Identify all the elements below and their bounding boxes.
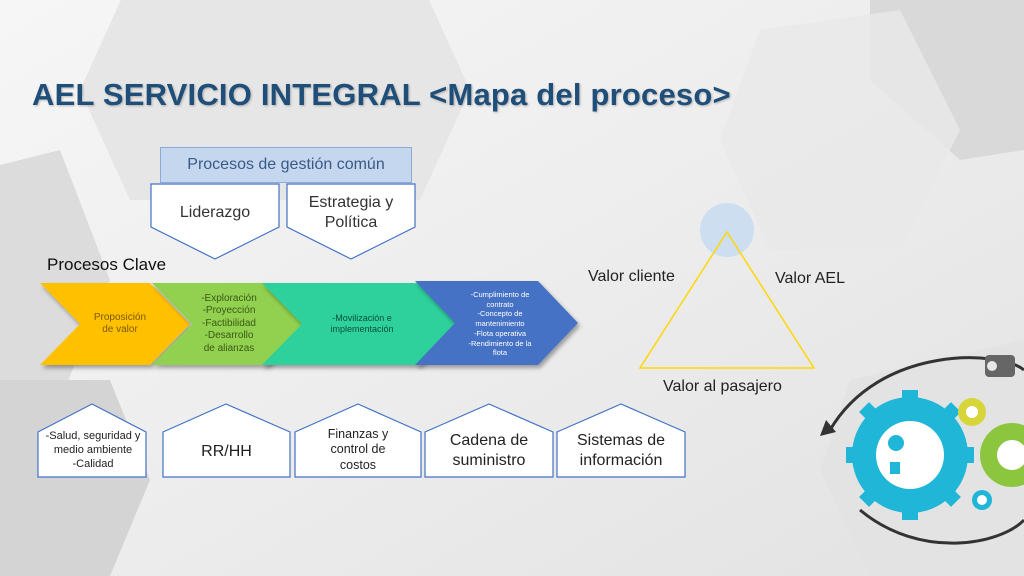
support-finance-label: Finanzas y control de costos [327,426,389,472]
triangle-top-circle [700,203,754,257]
value-passenger-label: Valor al pasajero [663,378,782,395]
support-shape-hse [37,403,147,478]
key-processes-label: Procesos Clave [47,255,167,274]
chevron-exploration [152,283,308,365]
page-title: AEL SERVICIO INTEGRAL <Mapa del proceso> [32,76,731,112]
support-systems-label: Sistemas de información [576,432,666,469]
support-supply-label: Cadena de suministro [449,432,529,469]
support-hse-label: -Salud, seguridad y medio ambiente -Cali… [45,430,141,470]
leadership-shape [150,183,280,260]
value-client-label: Valor cliente [588,268,675,285]
leadership-label: Liderazgo [179,204,251,221]
value-ael-label: Valor AEL [775,270,845,287]
chevron-value-proposition [40,283,190,365]
value-triangle [638,230,816,369]
support-shape-systems [556,403,686,478]
chevron-mobilization [262,283,460,365]
strategy-label: Estrategia y Política [308,194,394,231]
support-shape-hr [162,403,291,478]
common-management-header: Procesos de gestión común [160,147,412,183]
chevron-contract [415,281,578,365]
strategy-shape [286,183,416,260]
support-shape-supply [424,403,554,478]
step-contract: -Cumplimiento de contrato -Concepto de m… [468,289,532,358]
step-exploration: -Exploración -Proyección -Factibilidad -… [201,292,257,354]
support-hr-label: RR/HH [201,443,252,460]
step-value-proposition: Proposición de valor [93,311,147,336]
gears-illustration-icon [820,355,1024,545]
step-mobilization: -Movilización e implementación [330,312,394,334]
support-shape-finance [294,403,422,478]
